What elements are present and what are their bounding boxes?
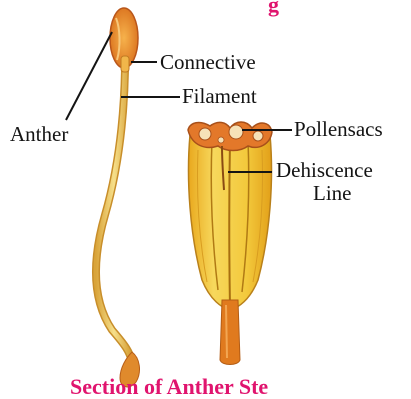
label-connective: Connective [160, 52, 256, 73]
anther-pointer [66, 32, 112, 120]
caption-bottom-partial: Section of Anther Ste [70, 376, 268, 398]
label-pollensacs: Pollensacs [294, 119, 383, 140]
label-dehiscence: Dehiscence [276, 160, 373, 181]
connective-shape [121, 56, 129, 72]
label-anther: Anther [10, 124, 68, 145]
stamen-diagram: g [0, 0, 411, 388]
filament [96, 70, 132, 362]
label-line: Line [313, 183, 351, 204]
anther-section-stalk [220, 300, 240, 365]
label-filament: Filament [182, 86, 257, 107]
